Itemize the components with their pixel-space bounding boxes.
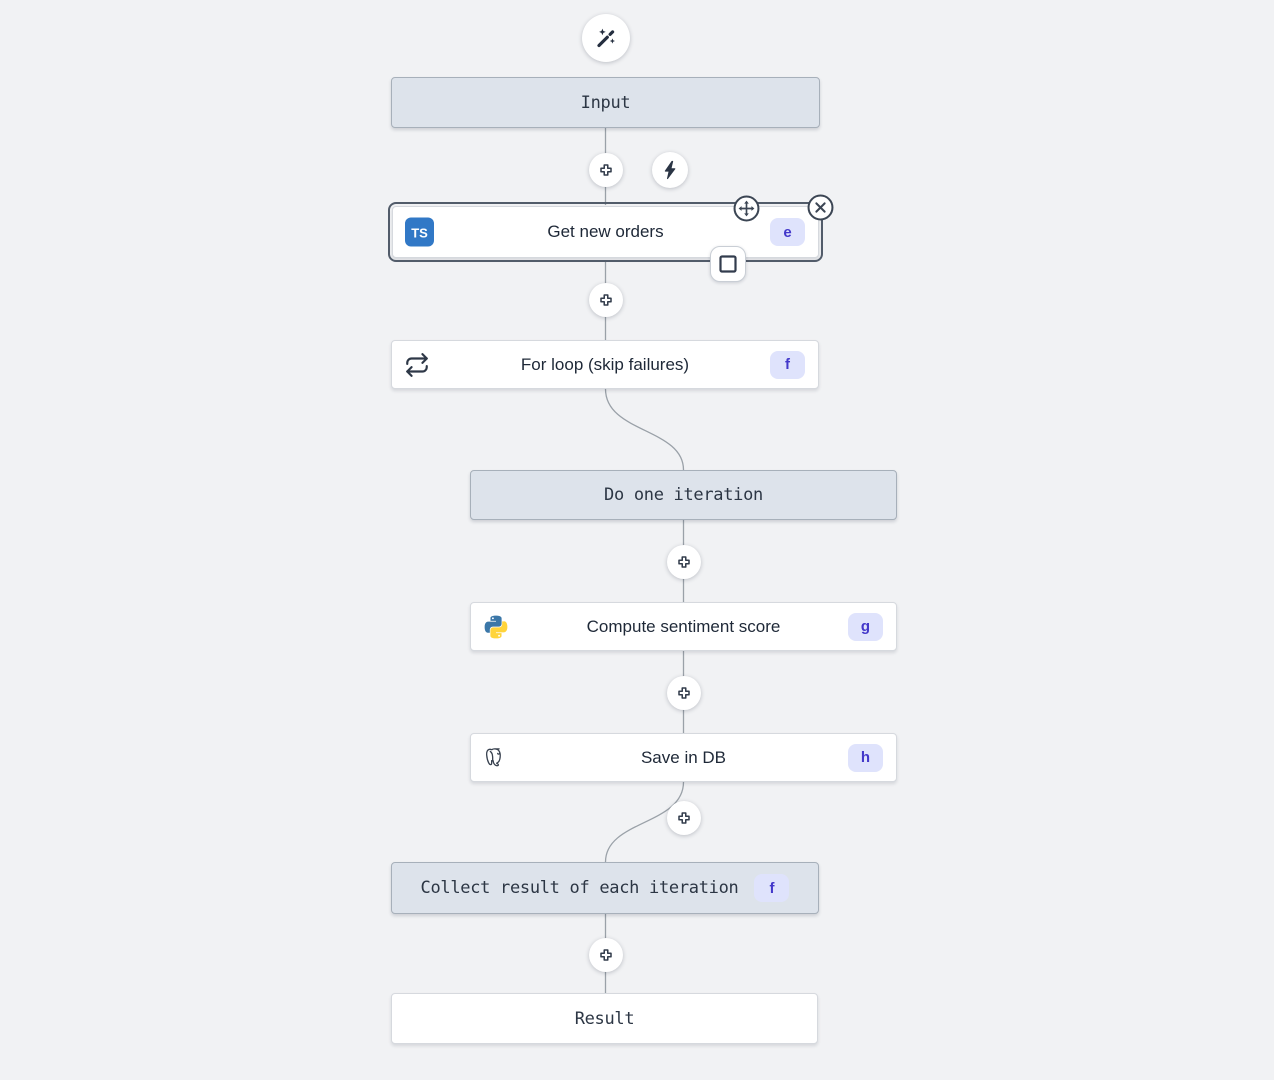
step-id-badge: h — [848, 743, 883, 772]
node-compute-sentiment[interactable]: Compute sentiment score g — [470, 602, 897, 651]
close-x-icon — [807, 194, 834, 221]
step-id-badge: e — [770, 218, 805, 246]
move-node-button[interactable] — [733, 195, 760, 222]
add-step-button[interactable] — [667, 801, 701, 835]
plus-icon — [596, 945, 616, 965]
postgresql-icon — [483, 746, 507, 770]
remove-node-button[interactable] — [807, 194, 834, 221]
node-forloop[interactable]: For loop (skip failures) f — [391, 340, 819, 389]
python-icon — [483, 614, 509, 640]
node-result[interactable]: Result — [391, 993, 818, 1044]
select-node-button[interactable] — [710, 246, 746, 282]
add-step-button[interactable] — [667, 676, 701, 710]
node-label: Save in DB — [640, 747, 727, 767]
node-collect-result[interactable]: Collect result of each iteration f — [391, 862, 819, 914]
node-do-one-iteration[interactable]: Do one iteration — [470, 470, 897, 520]
add-step-button[interactable] — [667, 545, 701, 579]
trigger-button[interactable] — [652, 152, 688, 188]
node-label: Do one iteration — [604, 485, 763, 505]
add-step-button[interactable] — [589, 153, 623, 187]
node-label: Result — [574, 1008, 635, 1029]
edge-forloop-to-iteration — [604, 388, 685, 471]
ai-flow-builder-button[interactable] — [582, 14, 630, 62]
node-get-new-orders[interactable]: TS Get new orders e — [388, 194, 834, 282]
node-save-in-db[interactable]: Save in DB h — [470, 733, 897, 782]
add-step-button[interactable] — [589, 283, 623, 317]
plus-icon — [674, 552, 694, 572]
plus-icon — [674, 683, 694, 703]
node-label: Compute sentiment score — [586, 616, 781, 636]
node-label: Input — [580, 92, 631, 113]
plus-icon — [596, 290, 616, 310]
repeat-loop-icon — [404, 352, 430, 378]
node-label: Collect result of each iteration — [420, 878, 739, 898]
step-id-badge: f — [754, 874, 790, 902]
plus-icon — [674, 808, 694, 828]
node-label: For loop (skip failures) — [520, 354, 690, 374]
magic-wand-icon — [592, 24, 620, 52]
node-input[interactable]: Input — [391, 77, 820, 128]
add-step-button[interactable] — [589, 938, 623, 972]
square-icon — [718, 254, 738, 274]
step-id-badge: g — [848, 612, 883, 641]
move-arrows-icon — [733, 195, 760, 222]
plus-icon — [596, 160, 616, 180]
typescript-icon: TS — [405, 217, 434, 247]
step-id-badge: f — [770, 350, 805, 379]
lightning-bolt-icon — [659, 159, 681, 181]
